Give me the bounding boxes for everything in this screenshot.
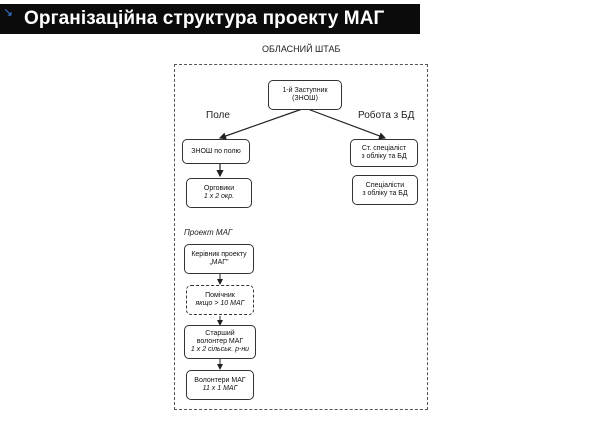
box-senior-volunteer-line3: 1 х 2 сільськ. р-ни — [190, 346, 250, 353]
connector-deputy-to-field — [218, 107, 306, 140]
box-specialists-line2: з обліку та БД — [362, 190, 408, 197]
project-mag-label: Проект МАГ — [184, 228, 233, 237]
box-volunteers-line2: 11 х 1 МАГ — [202, 385, 238, 392]
box-project-head-line2: „МАГ" — [209, 259, 229, 266]
regional-hq-frame — [174, 64, 428, 410]
frame-label: ОБЛАСНИЙ ШТАБ — [262, 44, 341, 54]
box-assistant-line2: якщо > 10 МАГ — [195, 300, 245, 307]
branch-label-field: Поле — [206, 110, 230, 121]
box-senior-volunteer-line2: волонтер МАГ — [196, 338, 244, 345]
box-first-deputy-line2: (ЗНОШ) — [292, 95, 318, 102]
box-organizers-line1: Орговики — [203, 185, 235, 192]
box-senior-volunteer-line1: Старший — [205, 330, 235, 337]
box-organizers-line2: 1 х 2 окр. — [203, 193, 235, 200]
box-first-deputy-line1: 1-й Заступник — [282, 87, 328, 94]
box-first-deputy: 1-й Заступник(ЗНОШ) — [268, 80, 342, 110]
box-znosh-field-line1: ЗНОШ по полю — [191, 147, 241, 155]
box-znosh-field: ЗНОШ по полю — [182, 139, 250, 164]
connector-deputy-to-db — [304, 107, 387, 140]
arrow-southeast-icon: ↘ — [3, 5, 14, 19]
branch-label-db: Робота з БД — [358, 110, 415, 121]
box-assistant-line1: Помічник — [205, 292, 235, 299]
slide-title: Організаційна структура проекту МАГ — [24, 8, 385, 29]
box-specialists-line1: Спеціалісти — [365, 182, 405, 189]
box-volunteers-line1: Волонтери МАГ — [194, 377, 246, 384]
box-project-head-line1: Керівник проекту — [191, 251, 247, 258]
box-senior-specialist-line1: Ст. спеціаліст — [361, 145, 407, 152]
box-senior-specialist-line2: з обліку та БД — [361, 153, 407, 160]
box-project-head: Керівник проекту„МАГ" — [184, 244, 254, 274]
title-bar: ↘ Організаційна структура проекту МАГ — [0, 4, 420, 34]
